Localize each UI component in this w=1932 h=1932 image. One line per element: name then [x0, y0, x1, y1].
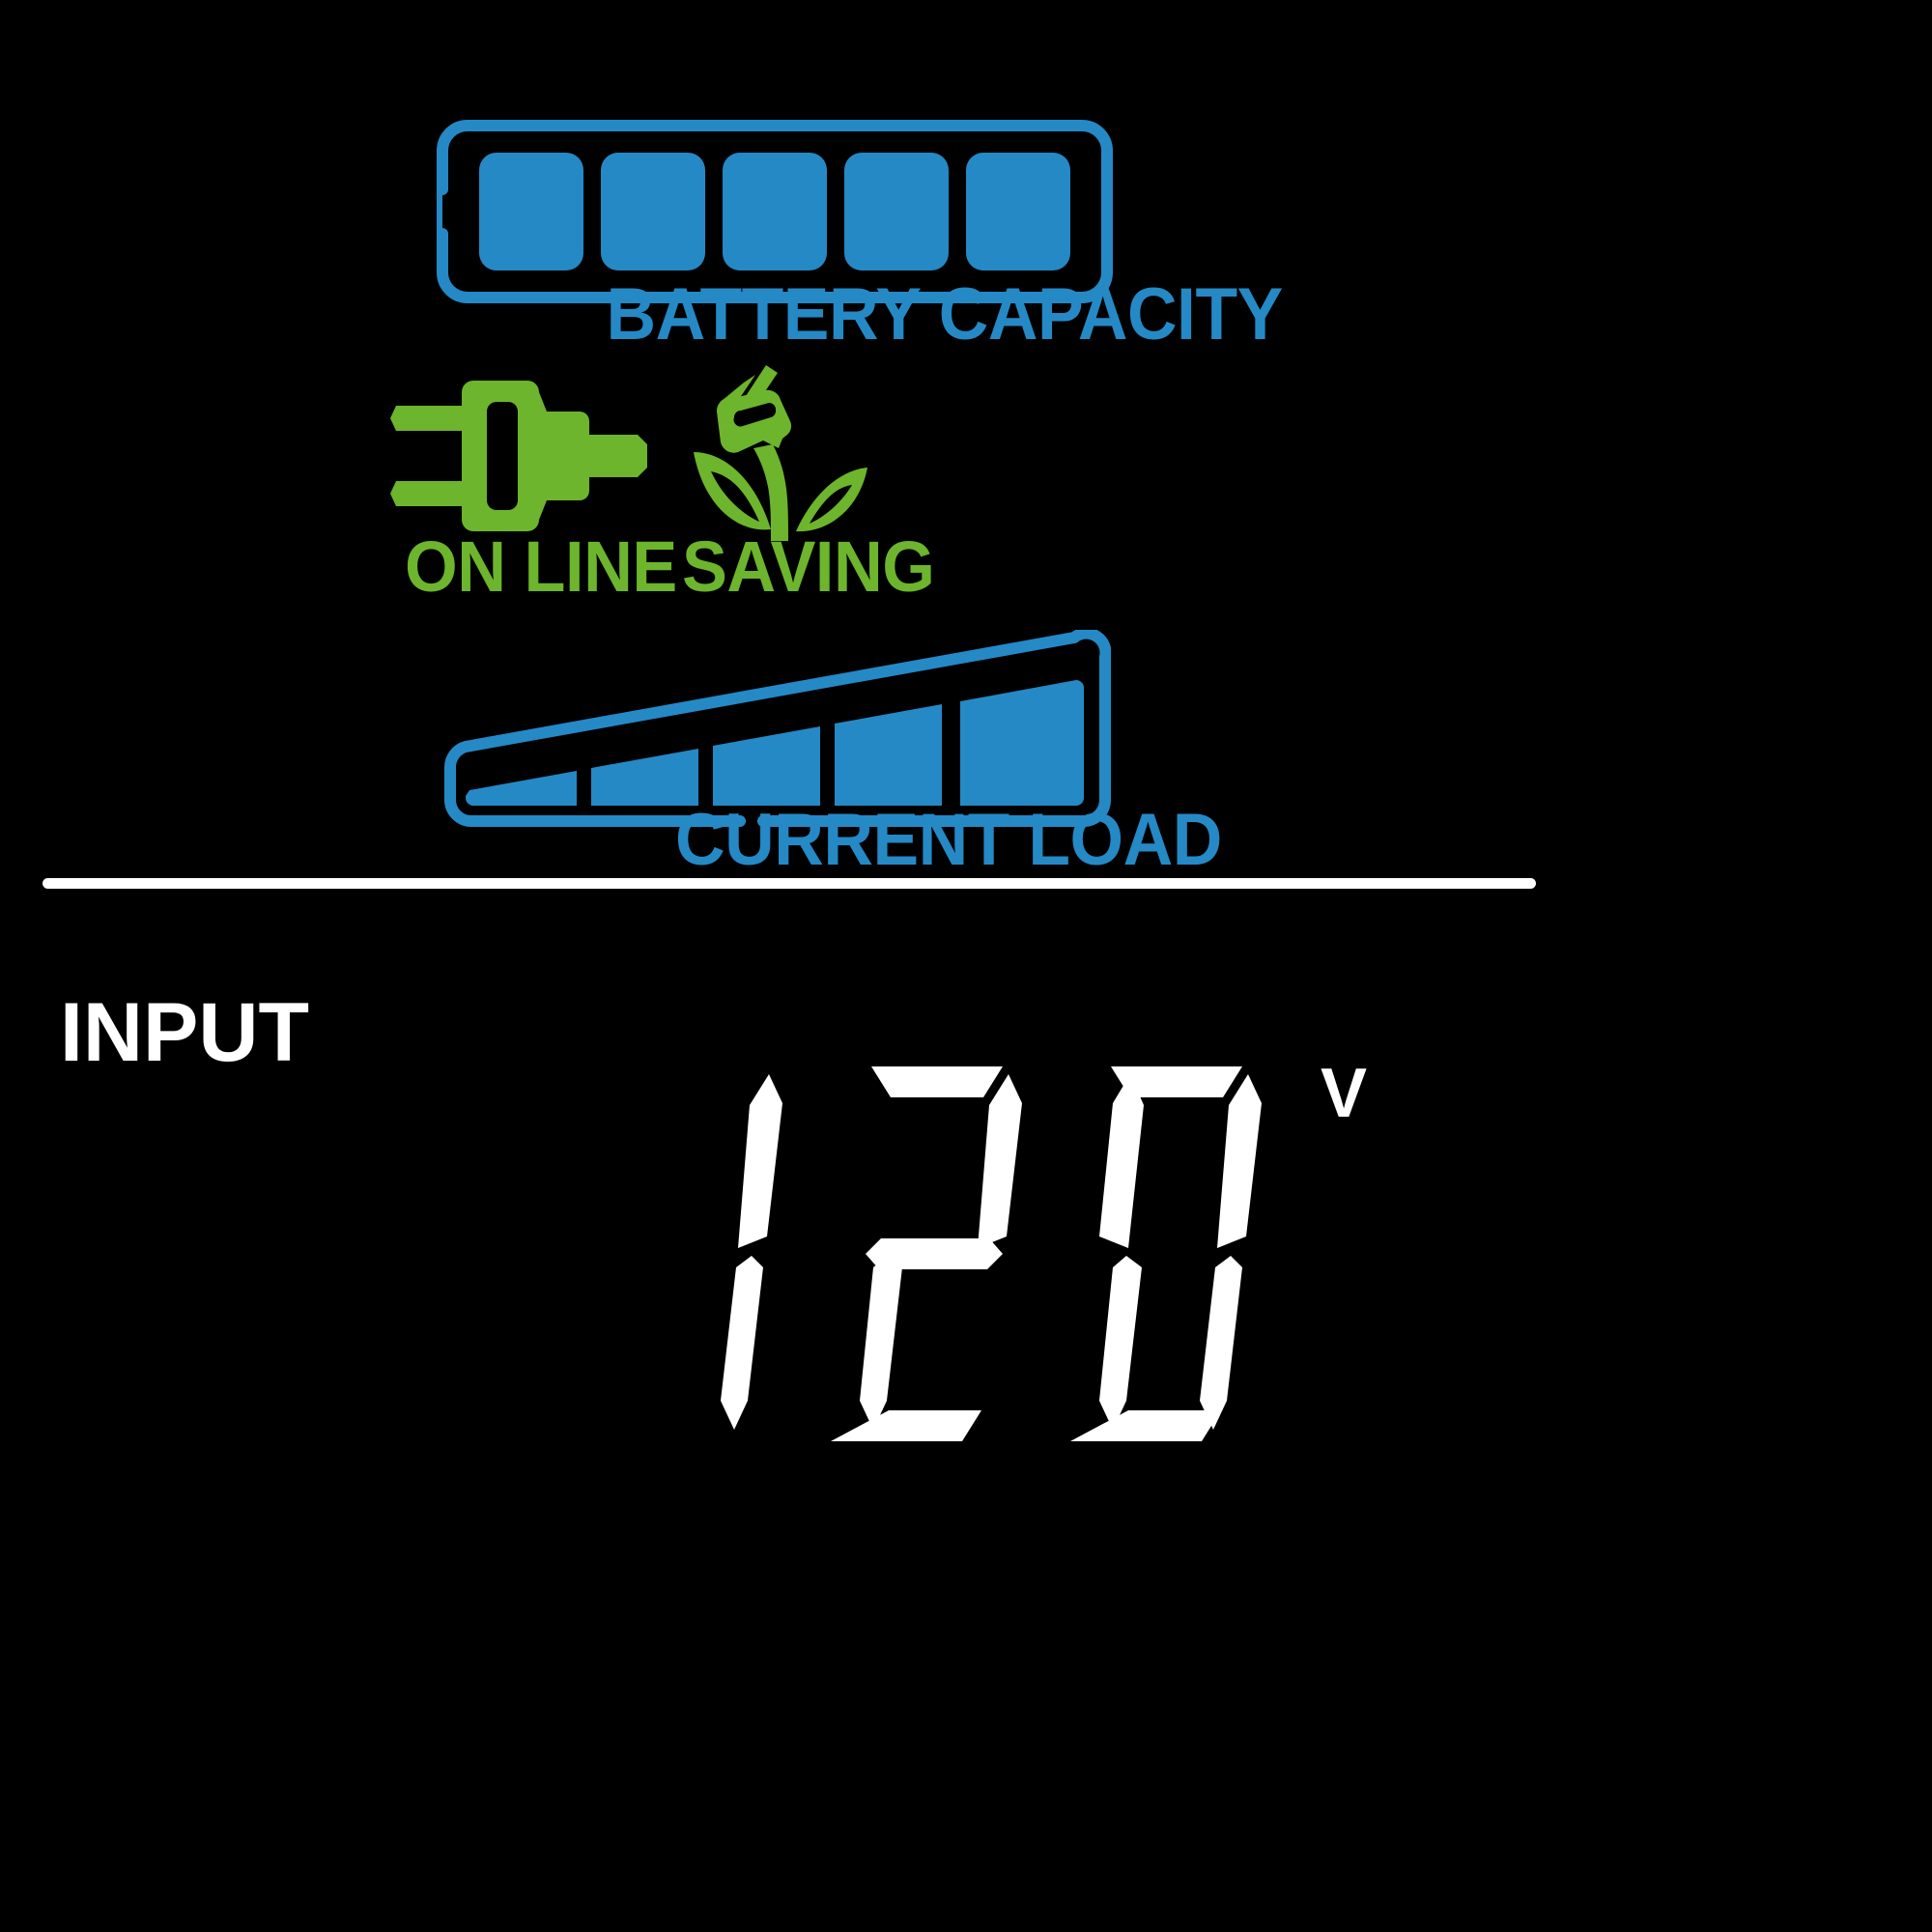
leaf-plug-leaf-left — [694, 452, 771, 530]
leaf-plug-head — [716, 389, 792, 453]
seven-segment-digit-3 — [1070, 1066, 1262, 1441]
saving-label: SAVING — [682, 526, 935, 607]
battery-outline — [437, 120, 1113, 303]
load-segment-3 — [713, 726, 820, 806]
input-label: INPUT — [60, 986, 309, 1079]
load-outline — [444, 630, 1111, 827]
seven-segment-digit-1 — [721, 1074, 782, 1430]
load-segment-5 — [960, 680, 1084, 806]
load-gauge-icon — [444, 630, 1111, 827]
seven-segment-digit-2 — [831, 1066, 1022, 1441]
battery-segment-3 — [723, 153, 827, 270]
battery-capacity-label: BATTERY CAPACITY — [606, 273, 1284, 355]
battery-segment-2 — [601, 153, 705, 270]
leaf-plug-leaf-right — [796, 468, 867, 532]
battery-segment-5 — [966, 153, 1070, 270]
load-segment-4 — [835, 704, 942, 806]
seven-segment-readout — [721, 1066, 1262, 1441]
battery-gauge-icon — [437, 120, 1113, 303]
load-segment-2 — [591, 749, 698, 806]
online-label: ON LINE — [405, 526, 677, 607]
battery-segment-4 — [844, 153, 949, 270]
current-load-label: CURRENT LOAD — [675, 799, 1222, 881]
load-segment-1 — [466, 771, 577, 806]
load-segments — [466, 680, 1084, 806]
battery-segments — [479, 153, 1070, 270]
plug-body — [462, 381, 647, 531]
plug-prong-bottom — [390, 481, 462, 506]
section-divider — [43, 878, 1536, 889]
plug-prong-top — [390, 406, 462, 431]
plug-icon — [390, 381, 647, 531]
battery-segment-1 — [479, 153, 583, 270]
leaf-plug-stem — [753, 444, 788, 541]
unit-label: V — [1321, 1055, 1367, 1132]
leaf-plug-icon — [694, 365, 867, 541]
